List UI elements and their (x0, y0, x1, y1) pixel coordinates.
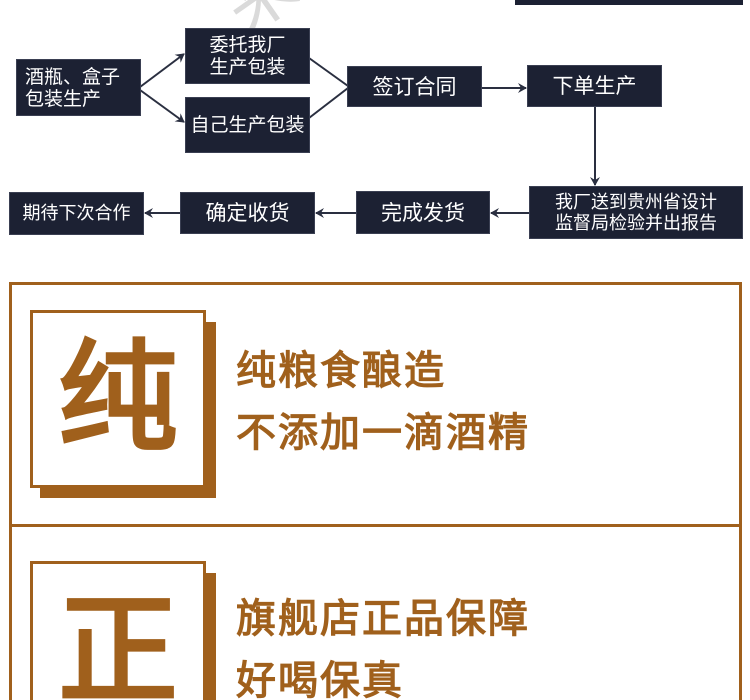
node-confirm-receipt: 确定收货 (181, 193, 314, 233)
feature-pure-text: 纯粮食酿造 不添加一滴酒精 (236, 340, 530, 464)
node-bottle-box-production: 酒瓶、盒子 包装生产 (17, 60, 140, 115)
badge-pure-char: 纯 (58, 329, 178, 468)
badge-genuine-char: 正 (58, 582, 178, 700)
feature-pure-line2: 不添加一滴酒精 (236, 410, 530, 456)
line-entrust-contract (308, 57, 349, 87)
badge-genuine: 正 (30, 561, 206, 700)
flow-arrows (139, 53, 600, 218)
node-entrust-factory: 委托我厂 生产包装 (186, 29, 309, 83)
features-frame (9, 282, 742, 700)
features-divider (9, 524, 742, 527)
arrow-to-self (139, 89, 185, 123)
node-place-order: 下单生产 (528, 66, 661, 106)
badge-pure: 纯 (30, 310, 206, 488)
feature-genuine-line2: 好喝保真 (236, 658, 404, 700)
arrow-to-entrust (139, 53, 185, 88)
node-sign-contract: 签订合同 (348, 67, 481, 106)
feature-genuine-text: 旗舰店正品保障 好喝保真 (236, 588, 530, 700)
process-flowchart: 来成酒业 酒瓶、盒子 包装生产 委托我厂 生产包装 自己生产包装 签订合同 下单… (0, 0, 750, 260)
node-self-production: 自己生产包装 (186, 98, 309, 152)
node-shipment-complete: 完成发货 (357, 192, 489, 233)
top-bar-fragment (515, 0, 743, 5)
node-next-cooperation: 期待下次合作 (10, 193, 143, 234)
feature-pure-line1: 纯粮食酿造 (236, 348, 446, 394)
line-self-contract (308, 87, 349, 119)
node-inspection-report: 我厂送到贵州省设计 监督局检验并出报告 (530, 187, 742, 238)
feature-genuine-line1: 旗舰店正品保障 (236, 596, 530, 642)
